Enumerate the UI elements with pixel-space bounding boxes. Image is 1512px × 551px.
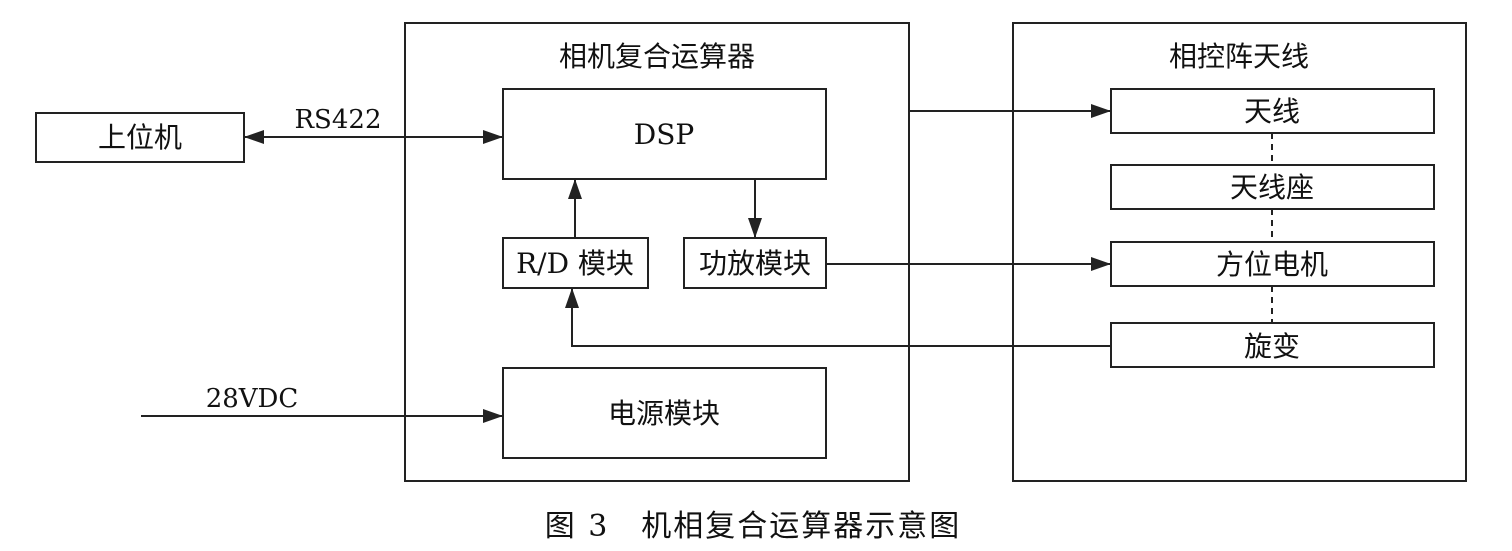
antenna-block: 天线: [1110, 88, 1435, 134]
azimuth-motor-label: 方位电机: [1216, 248, 1328, 281]
host-label: 上位机: [98, 121, 182, 154]
amp-module-label: 功放模块: [699, 247, 811, 280]
host-block: 上位机: [35, 112, 245, 163]
antenna-mount-label: 天线座: [1230, 171, 1314, 204]
antenna-label: 天线: [1244, 95, 1300, 128]
rd-module-label: R/D 模块: [516, 247, 634, 280]
dsp-block: DSP: [502, 88, 827, 180]
rs422-label: RS422: [294, 105, 381, 135]
azimuth-motor-block: 方位电机: [1110, 241, 1435, 287]
camera-unit-title: 相机复合运算器: [559, 40, 755, 73]
power-module-label: 电源模块: [608, 397, 720, 430]
resolver-to-rd-arrow: [565, 288, 1111, 347]
resolver-block: 旋变: [1110, 322, 1435, 368]
vdc-label: 28VDC: [206, 384, 299, 414]
figure-caption: 图 3 机相复合运算器示意图: [545, 509, 962, 544]
power-module-block: 电源模块: [502, 367, 827, 459]
antenna-mount-block: 天线座: [1110, 164, 1435, 210]
amp-module-block: 功放模块: [683, 237, 827, 289]
antenna-unit-title: 相控阵天线: [1169, 40, 1309, 73]
rd-module-block: R/D 模块: [502, 237, 649, 289]
resolver-label: 旋变: [1244, 330, 1300, 363]
dsp-label: DSP: [634, 118, 694, 151]
